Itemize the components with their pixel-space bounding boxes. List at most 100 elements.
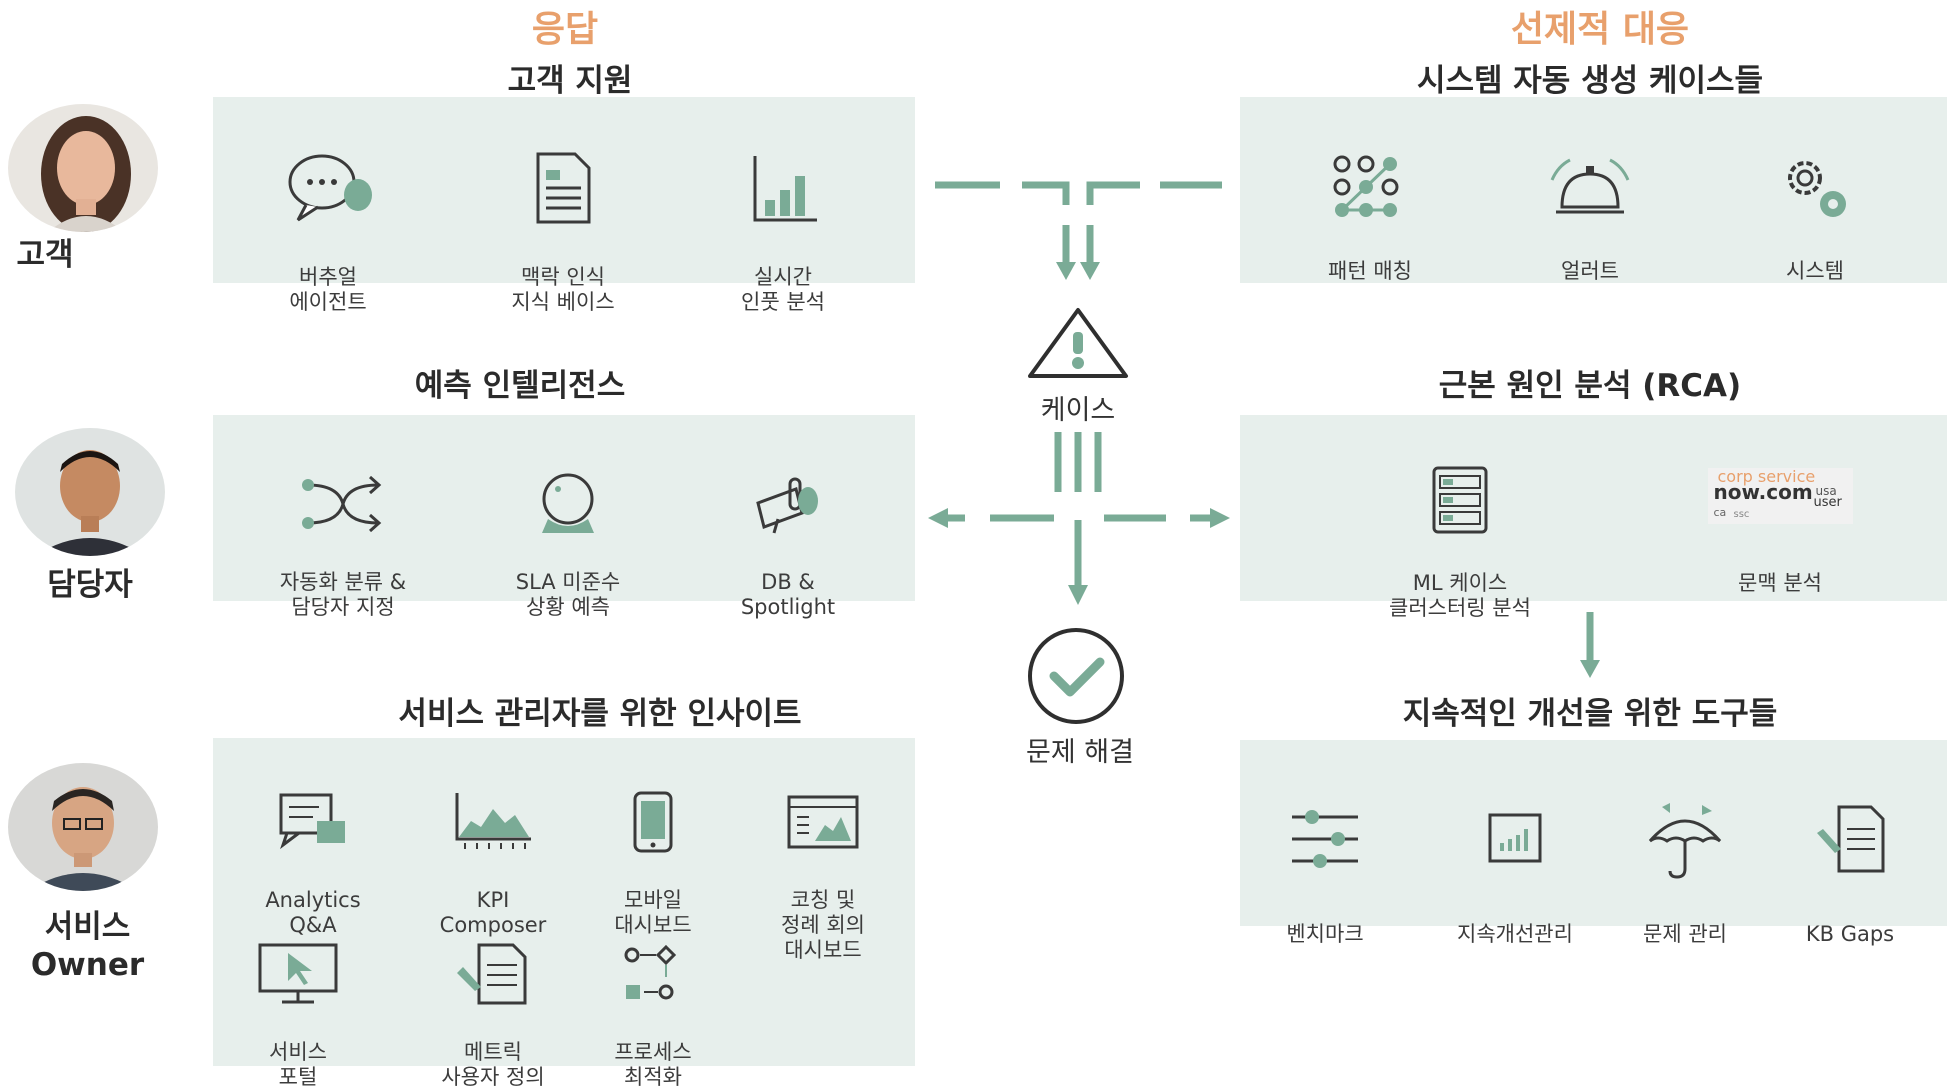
knowledge-base-label: 맥락 인식 지식 베이스: [511, 265, 615, 314]
response-heading: 응답: [531, 9, 599, 50]
analytics-qa-label: Analytics Q&A: [265, 888, 361, 937]
agent-avatar: [15, 428, 165, 556]
predictive-title: 예측 인텔리전스: [414, 368, 626, 404]
customer-avatar: [8, 104, 158, 232]
problem-management-label: 문제 관리: [1643, 922, 1727, 946]
resolved-label: 문제 해결: [1026, 737, 1134, 768]
coaching-dashboard-item: 코칭 및 정례 회의 대시보드: [748, 766, 898, 963]
document-icon: [536, 152, 591, 224]
pattern-matching-label: 패턴 매칭: [1328, 259, 1412, 283]
db-spotlight-item: DB & Spotlight: [723, 448, 853, 620]
virtual-agent-item: 버추얼 에이전트: [263, 125, 393, 315]
proactive-heading: 선제적 대응: [1510, 9, 1690, 50]
system-item: 시스템: [1755, 127, 1875, 284]
customer-support-title: 고객 지원: [507, 63, 633, 99]
word-cloud-word: now.com: [1713, 480, 1813, 504]
alert-label: 얼러트: [1561, 259, 1619, 283]
word-cloud-word: ssc: [1733, 509, 1750, 520]
owner-avatar: [8, 763, 158, 891]
realtime-analysis-label: 실시간 인풋 분석: [741, 265, 825, 314]
alert-item: 얼러트: [1530, 127, 1650, 284]
pattern-matching-item: 패턴 매칭: [1305, 127, 1435, 284]
agent-role-label: 담당자: [47, 567, 133, 603]
process-flow-icon: [624, 944, 677, 1000]
flow-connectors: [928, 181, 1600, 724]
dashed-connector-lines: [935, 181, 1594, 660]
continual-improvement-item: 지속개선관리: [1430, 776, 1600, 947]
customer-support-panel: 버추얼 에이전트 맥락 인식 지식 베이스 실시간 인풋 분석: [213, 97, 915, 314]
auto-cases-panel: 패턴 매칭 얼러트 시스템: [1240, 97, 1947, 283]
rca-panel: ML 케이스 클러스터링 분석 corp service now.com usa…: [1240, 415, 1947, 620]
server-rack-icon: [1432, 466, 1488, 534]
word-cloud-word: user: [1813, 495, 1842, 510]
kb-gaps-label: KB Gaps: [1805, 922, 1895, 946]
connector-segment: [1086, 181, 1140, 205]
improvement-panel: 벤치마크 지속개선관리 문제 관리 KB Gaps: [1240, 740, 1947, 946]
sliders-icon: [1292, 810, 1358, 868]
arrowheads: [928, 262, 1600, 678]
document-edit-icon: [457, 943, 527, 1005]
arrowhead: [1068, 585, 1088, 605]
insights-title: 서비스 관리자를 위한 인사이트: [398, 696, 802, 732]
realtime-analysis-item: 실시간 인풋 분석: [713, 125, 853, 315]
monitor-cursor-icon: [258, 943, 338, 1004]
chat-bubble-icon: [288, 154, 372, 222]
sla-prediction-item: SLA 미준수 상황 예측: [483, 448, 653, 620]
chat-document-icon: [279, 793, 345, 850]
customer-role-label: 고객: [16, 237, 74, 273]
word-cloud-word: ca: [1713, 506, 1727, 519]
predictive-panel: 자동화 분류 & 담당자 지정 SLA 미준수 상황 예측 DB & Spotl…: [213, 415, 915, 619]
context-analysis-item: corp service now.com usa user ca ssc 문맥 …: [1695, 443, 1865, 596]
crystal-ball-icon: [542, 473, 594, 533]
word-cloud-word: corp service: [1717, 467, 1816, 486]
case-label: 케이스: [1040, 395, 1116, 426]
arrowhead: [1080, 262, 1100, 280]
coaching-dashboard-label: 코칭 및 정례 회의 대시보드: [781, 888, 865, 962]
owner-role-label: 서비스 Owner: [30, 909, 145, 983]
auto-classify-item: 자동화 분류 & 담당자 지정: [243, 448, 443, 620]
umbrella-icon: [1648, 803, 1722, 879]
mobile-phone-icon: [633, 791, 673, 853]
kpi-composer-label: KPI Composer: [439, 888, 547, 937]
warning-triangle-icon: [1028, 308, 1128, 378]
spotlight-icon: [756, 477, 818, 534]
word-cloud-word: usa: [1815, 484, 1837, 498]
kpi-composer-item: KPI Composer: [413, 766, 573, 938]
problem-management-item: 문제 관리: [1610, 776, 1760, 947]
document-pen-icon: [1817, 805, 1885, 873]
connector-segment: [1022, 181, 1070, 205]
shuffle-icon: [302, 475, 382, 533]
continual-improvement-label: 지속개선관리: [1457, 922, 1573, 946]
gears-icon: [1788, 161, 1846, 217]
arrowhead: [1210, 508, 1230, 528]
ml-clustering-label: ML 케이스 클러스터링 분석: [1389, 571, 1531, 620]
service-bell-icon: [1550, 158, 1630, 214]
word-cloud-image: corp service now.com usa user ca ssc: [1707, 467, 1853, 524]
knowledge-base-item: 맥락 인식 지식 베이스: [473, 125, 653, 315]
analytics-qa-item: Analytics Q&A: [248, 766, 378, 938]
insights-panel: Analytics Q&A KPI Composer 모바일 대시보드: [213, 738, 915, 1089]
arrowhead: [928, 508, 948, 528]
check-circle-icon: [1028, 628, 1124, 724]
ml-clustering-item: ML 케이스 클러스터링 분석: [1360, 439, 1560, 621]
dashboard-screen-icon: [787, 795, 859, 849]
virtual-agent-label: 버추얼 에이전트: [289, 265, 367, 314]
bar-chart-icon: [753, 156, 817, 222]
benchmark-label: 벤치마크: [1286, 922, 1364, 946]
db-spotlight-label: DB & Spotlight: [740, 570, 836, 619]
arrowhead: [1056, 262, 1076, 280]
sla-prediction-label: SLA 미준수 상황 예측: [515, 570, 621, 619]
improvement-title: 지속적인 개선을 위한 도구들: [1402, 696, 1778, 732]
auto-cases-title: 시스템 자동 생성 케이스들: [1416, 63, 1764, 99]
arrowhead: [1580, 660, 1600, 678]
context-analysis-label: 문맥 분석: [1738, 571, 1822, 595]
auto-classify-label: 자동화 분류 & 담당자 지정: [279, 570, 407, 619]
rca-title: 근본 원인 분석 (RCA): [1438, 368, 1742, 404]
chart-frame-icon: [1488, 813, 1542, 863]
mobile-dashboard-label: 모바일 대시보드: [614, 888, 692, 937]
mobile-dashboard-item: 모바일 대시보드: [588, 766, 718, 938]
area-chart-icon: [455, 793, 531, 849]
system-label: 시스템: [1786, 259, 1844, 283]
kb-gaps-item: KB Gaps: [1780, 776, 1920, 947]
pattern-grid-icon: [1333, 155, 1399, 217]
